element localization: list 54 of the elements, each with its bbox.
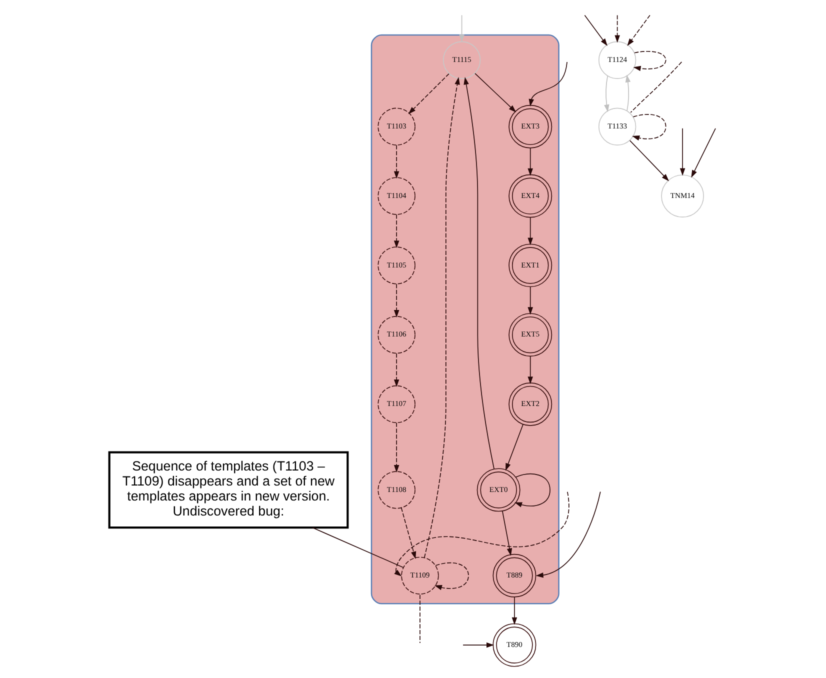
arrow [628,140,669,182]
arrow [624,74,630,112]
node-circle: EXT4 [508,174,552,218]
arrow [505,424,523,471]
arrow [690,128,716,178]
arrow [393,214,399,248]
node-circle: EXT2 [508,382,552,426]
arrow [679,128,685,176]
arrow [400,507,416,560]
arrow [394,491,569,576]
node-circle: EXT0 [476,468,520,512]
node-circle: T1133 [598,108,636,146]
arrow [474,73,516,112]
arrow [527,356,532,384]
arrow [527,148,532,176]
node-circle: T1105 [377,246,415,284]
arrow [393,422,399,473]
connector [312,527,404,568]
connector [419,594,420,644]
arrow [502,510,512,556]
arrow [423,77,460,558]
arrow [408,73,449,114]
arrow [462,642,494,648]
arrow [626,14,650,46]
node-circle: T1108 [377,471,415,509]
node-circle: EXT5 [508,313,552,357]
arrow [434,562,468,590]
node-circle: T1109 [400,556,438,594]
arrow [604,76,609,112]
arrow [584,14,607,46]
arrow [458,14,464,42]
node-circle: T1106 [377,316,415,354]
arrow [528,62,567,107]
arrow [393,353,399,387]
connector [630,62,682,113]
arrow [393,284,399,318]
node-circle: T1124 [598,41,636,79]
node-circle: T889 [492,554,536,598]
node-circle: EXT1 [508,244,552,288]
node-circle: T1104 [377,177,415,215]
arrow [632,114,666,141]
node-box: Sequence of templates (T1103 – T1109) disappears and a set of new templates appears in new version. Undiscovered bug: [108,451,348,529]
node-circle: T1107 [377,385,415,424]
node-circle: T890 [492,623,536,667]
arrow [632,50,666,72]
arrow [527,286,532,315]
arrow [511,596,517,625]
arrow [527,217,532,246]
arrow [535,491,600,578]
arrow [463,77,494,470]
node-circle: T1115 [442,41,480,79]
arrow [393,144,399,179]
arrow [514,474,550,508]
arrow [614,14,620,43]
